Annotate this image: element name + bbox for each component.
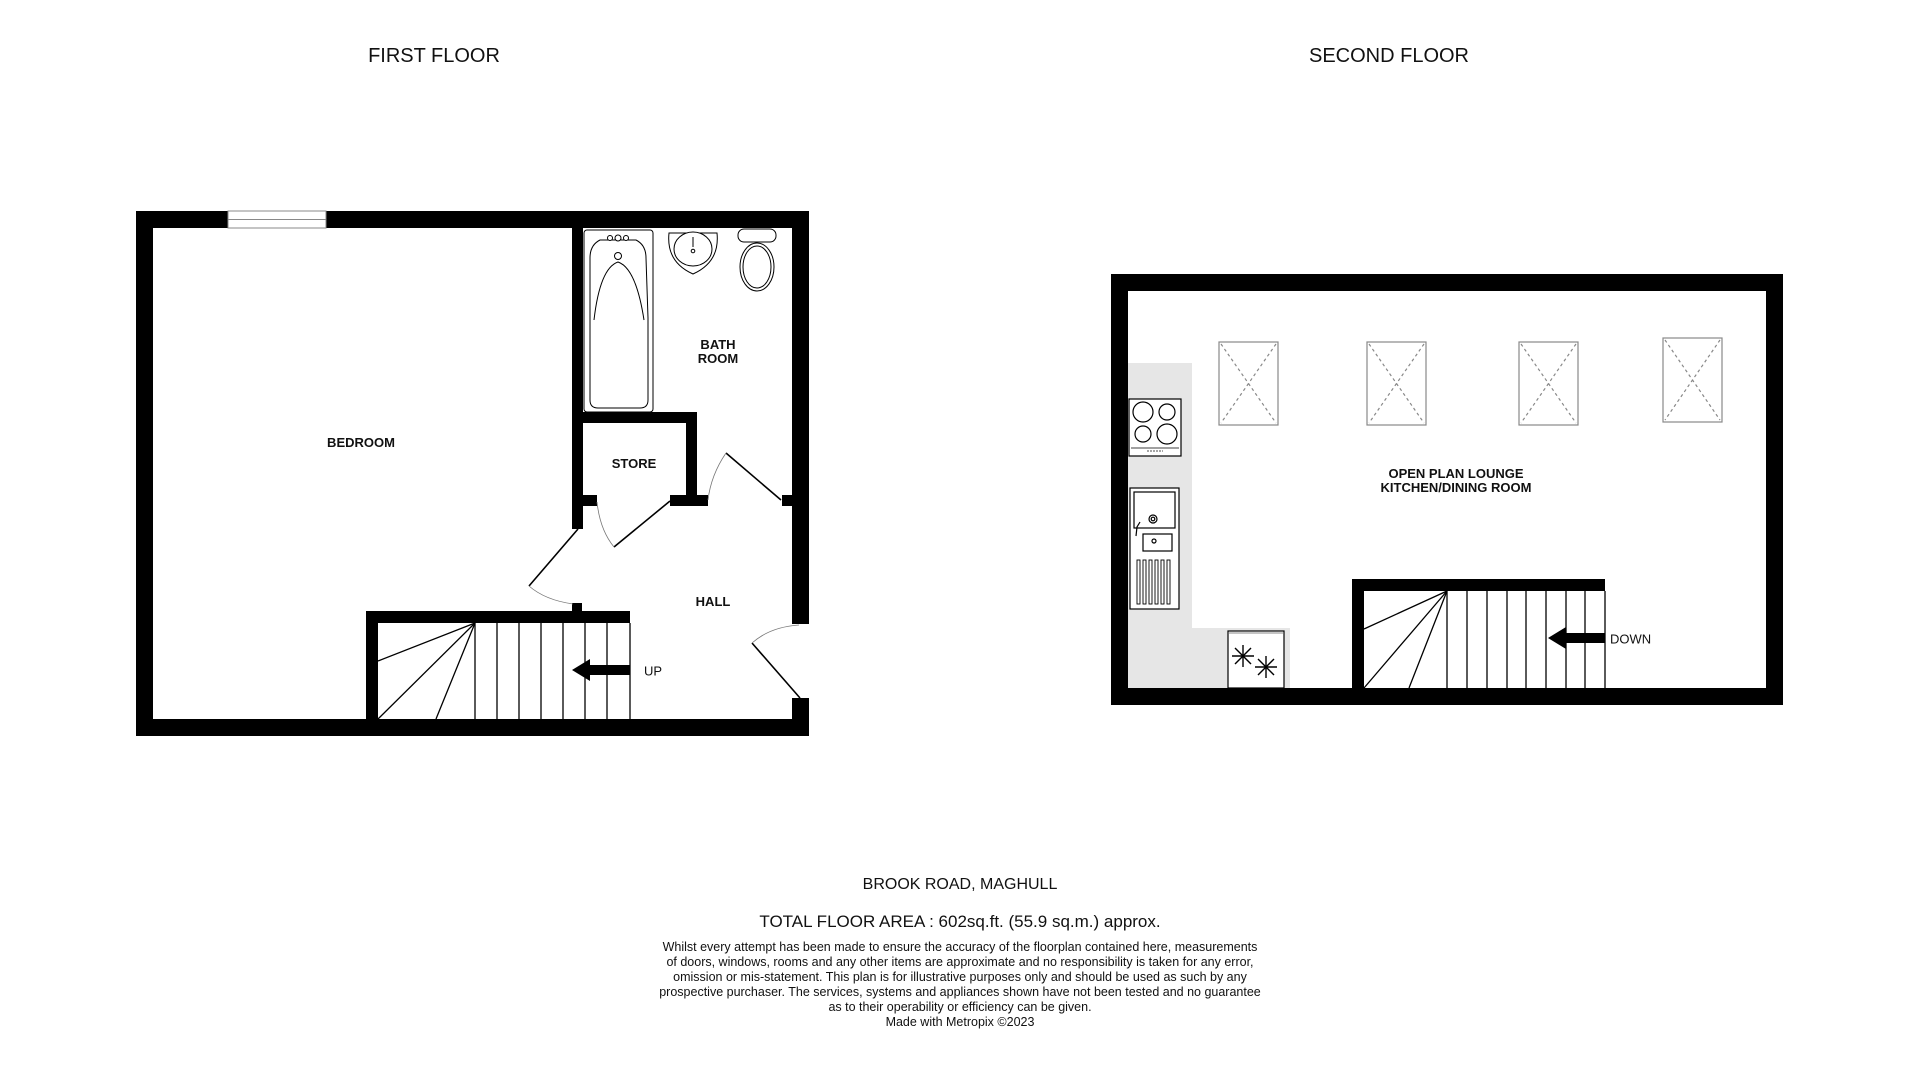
second-floor-title: SECOND FLOOR	[1308, 45, 1470, 67]
metropix-credit: Made with Metropix ©2023	[885, 1015, 1035, 1029]
disclaimer: Whilst every attempt has been made to en…	[0, 940, 1920, 1030]
toilet-icon	[737, 228, 777, 292]
stairs-up-label: UP	[644, 663, 663, 679]
skylight-icon	[1366, 341, 1427, 426]
disclaimer-line: of doors, windows, rooms and any other i…	[666, 955, 1254, 969]
room-label-open-plan-line1: OPEN PLAN LOUNGE	[1388, 466, 1524, 481]
skylight-icon	[1518, 341, 1579, 426]
room-label-bedroom: BEDROOM	[327, 435, 395, 450]
stairs-down-arrow-icon	[1548, 627, 1605, 649]
room-label-store: STORE	[611, 456, 657, 471]
first-floor-title: FIRST FLOOR	[368, 45, 500, 67]
bath-tub-icon	[583, 229, 654, 413]
fridge-freezer-icon	[1227, 630, 1285, 689]
skylights	[1218, 337, 1723, 426]
skylight-icon	[1662, 337, 1723, 423]
hob-icon	[1128, 398, 1182, 457]
room-label-open-plan-line2: KITCHEN/DINING ROOM	[1380, 480, 1532, 495]
total-floor-area: TOTAL FLOOR AREA : 602sq.ft. (55.9 sq.m.…	[759, 912, 1161, 931]
second-floor-stair-walls	[1352, 579, 1605, 688]
bedroom-window	[227, 210, 327, 229]
kitchen-sink-icon	[1129, 487, 1180, 610]
skylight-icon	[1218, 341, 1279, 426]
stairs-up-arrow-icon	[572, 659, 630, 681]
stairs-down-label: DOWN	[1610, 631, 1652, 647]
room-label-bathroom: BATH ROOM	[698, 338, 738, 366]
room-label-bathroom-line2: ROOM	[697, 351, 739, 366]
second-floor-outer-walls	[1111, 274, 1783, 705]
first-floor-internal-walls	[366, 228, 792, 736]
disclaimer-line: prospective purchaser. The services, sys…	[659, 985, 1261, 999]
wash-basin-icon	[668, 231, 718, 275]
second-floor-plan	[1111, 274, 1783, 705]
room-label-bathroom-line1: BATH	[700, 337, 736, 352]
room-label-open-plan: OPEN PLAN LOUNGE KITCHEN/DINING ROOM	[1381, 467, 1532, 495]
first-floor-plan	[136, 210, 809, 736]
room-label-hall: HALL	[695, 594, 731, 609]
property-address: BROOK ROAD, MAGHULL	[862, 876, 1058, 893]
disclaimer-line: as to their operability or efficiency ca…	[828, 1000, 1092, 1014]
disclaimer-line: Whilst every attempt has been made to en…	[662, 940, 1258, 954]
first-floor-outer-walls	[136, 211, 809, 736]
first-floor-doors	[528, 452, 801, 699]
disclaimer-line: omission or mis-statement. This plan is …	[673, 970, 1247, 984]
